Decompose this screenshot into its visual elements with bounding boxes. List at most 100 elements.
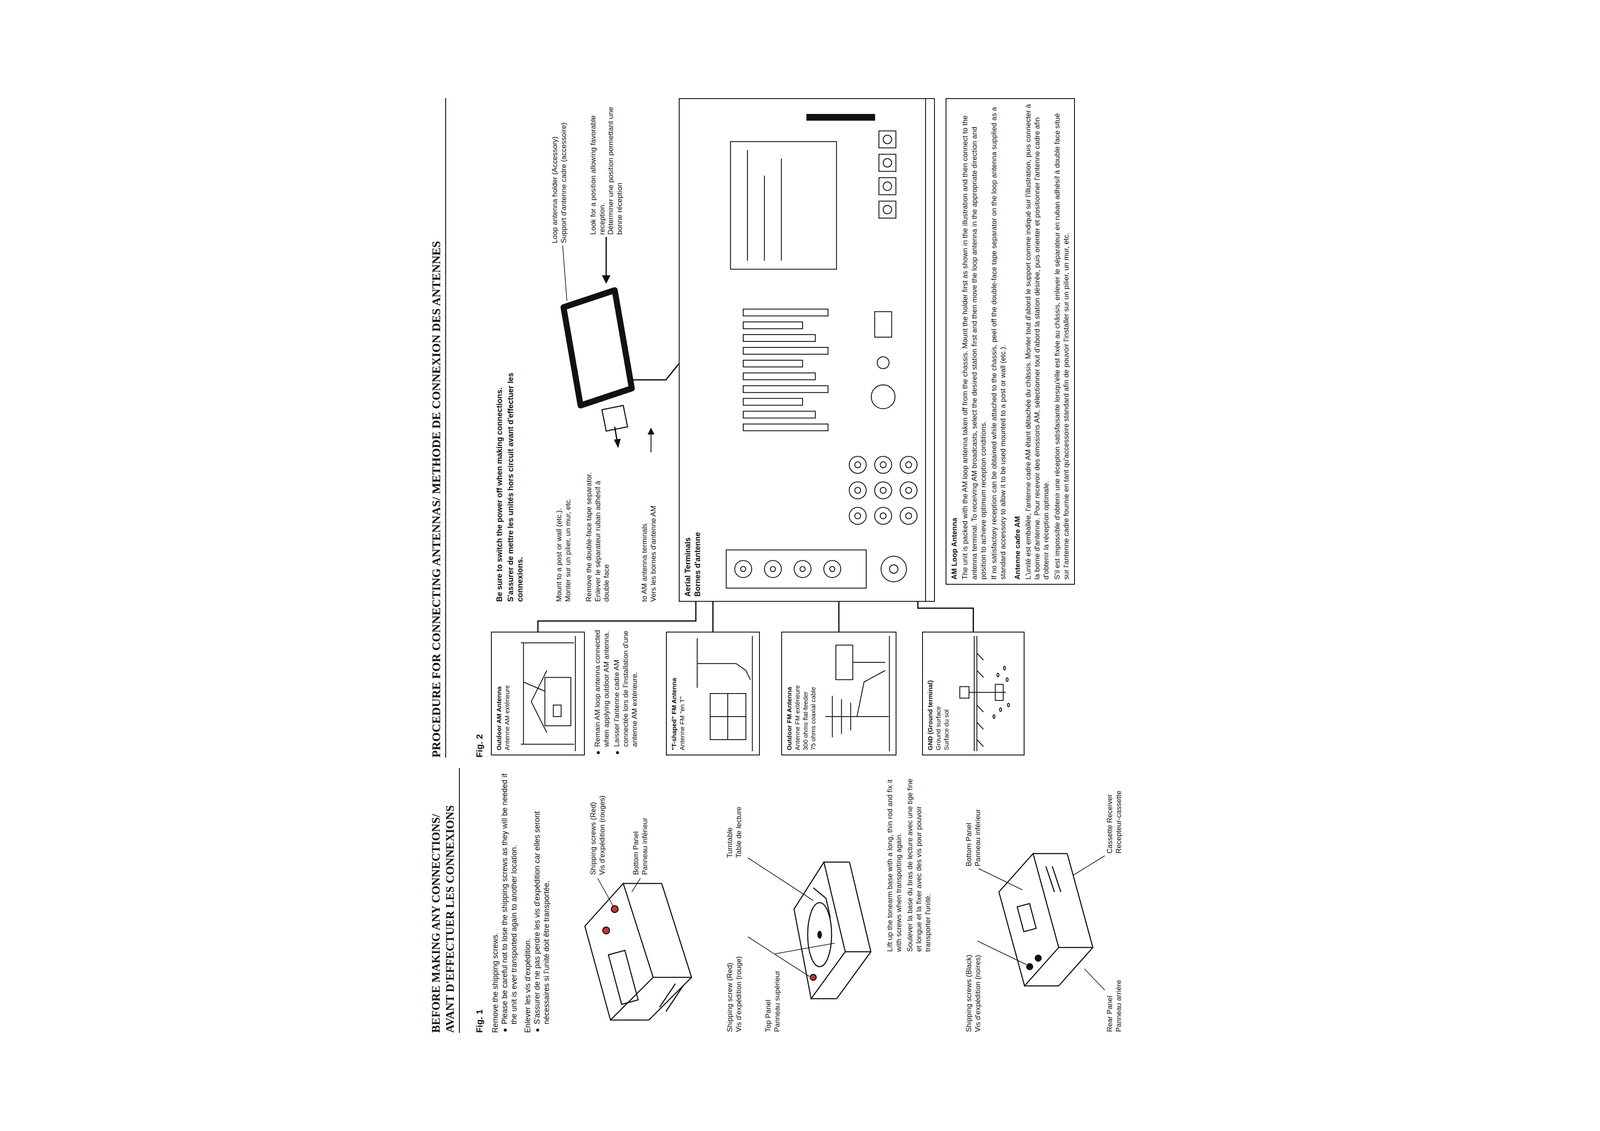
drawing-stroke [563,290,632,406]
label-text: Panneau supérieur [773,957,783,1033]
part-label: Shipping screws (Red)Vis d'expédition (r… [589,772,607,876]
drawing-stroke [925,99,926,602]
node-text: Antenne FM "en T" [678,636,687,751]
drawing-stroke [977,941,1027,965]
drawing-stroke [602,927,610,935]
drawing-stroke [726,549,867,589]
bullet-dot [596,751,600,755]
page-title: PROCEDURE FOR CONNECTING ANTENNAS/ METHO… [429,98,447,758]
label-text: Panneau inférieur [973,772,983,867]
drawing-stroke [605,236,608,282]
drawing-stroke [976,739,984,747]
drawing-stroke [849,481,867,500]
drawing-stroke [878,177,897,195]
drawing-stroke [774,943,835,955]
node-text: S'il est impossible d'obtenir une récept… [1052,103,1072,580]
drawing-stroke [743,423,829,431]
drawing-stroke [743,373,816,380]
drawing-stroke [996,673,999,678]
part-label: Top PanelPanneau supérieur [764,957,782,1033]
label-text: Vis d'expédition (rouge) [734,940,744,1033]
drawing-stroke [998,853,1059,987]
label-text: Fig. 2 [473,672,485,758]
drawing-stroke [976,670,984,678]
drawing-stroke [520,744,575,745]
drawing-stroke [829,566,836,572]
drawing-stroke [1084,969,1105,991]
drawing-stroke [976,653,984,661]
drawing-stroke [900,456,918,474]
label-text: Shipping screw (Red) [725,940,735,1033]
drawing-stroke [743,411,816,419]
inset-drawing [821,636,893,752]
drawing-stroke [874,311,892,338]
label-text: Table de lecture [734,772,744,859]
label-text: Loop antenna holder (Accessory) [550,102,560,244]
part-label: Bottom PanelPanneau inférieur [964,772,983,867]
drawing-stroke [648,883,692,1021]
drawing-stroke [544,677,571,726]
label-text: Be sure to switch the power off when mak… [495,362,505,602]
antenna-inset: Outdoor FM AntennaAntenne FM extérieure3… [781,631,897,756]
label-text: Monter sur un pilier, un mur, etc. [563,461,573,602]
node-text: Antenne cadre AM [1013,103,1022,580]
drawing-stroke [959,686,970,699]
label-text: AVANT D'EFFECTUER LES CONNEXIONS [443,768,458,1034]
antenna-inset: "T-shaped" FM AntennaAntenne FM "en T" [665,631,760,756]
drawing-stroke [992,715,996,719]
part-label: Bottom PanelPanneau inférieur [631,772,650,876]
bottom-panel-figure [584,878,692,1021]
drawing-stroke [553,705,561,717]
drawing-stroke [969,691,1006,693]
drawing-stroke [727,693,729,740]
loop-antenna-figure [562,236,680,453]
antenna-wire [537,601,696,632]
drawing-stroke [743,385,829,393]
drawing-stroke [973,636,975,752]
node-text: L'unité est emballée, l'antenne cadre AM… [1023,103,1052,580]
drawing-stroke [817,931,822,939]
node-text: AM Loop Antenna [949,103,959,580]
part-label: Remove the double-face tape separator.En… [584,461,612,602]
drawing-stroke [794,862,846,999]
drawing-stroke [794,560,812,578]
node-text: Outdoor FM Antenna [785,636,794,751]
drawing-stroke [811,998,837,1000]
drawing-stroke [1024,985,1059,987]
label-text: S'assurer de mettre les unités hors circ… [506,362,526,602]
drawing-stroke [871,385,896,409]
inset-drawing [690,636,756,752]
label-text: Recepteur-cassette [1114,772,1124,854]
label-text: Bottom Panel [631,772,641,876]
section-heading: BEFORE MAKING ANY CONNECTIONS/AVANT D'EF… [429,768,460,1034]
drawing-stroke [835,645,853,681]
drawing-stroke [823,861,850,864]
drawing-stroke [575,636,576,752]
drawing-stroke [1073,855,1105,876]
bullet-dot [503,1028,507,1032]
drawing-stroke [631,878,641,893]
drawing-stroke [900,481,918,500]
label-text: Bottom Panel [964,772,974,867]
node-text: Ground surface [934,636,943,751]
drawing-stroke [800,566,806,572]
part-label: Cassette ReceiverRecepteur-cassette [1105,772,1124,854]
bullet-dot [536,1028,540,1032]
drawing-stroke [905,513,912,520]
part-label: Shipping screws (Black)Vis d'expédition … [964,940,983,1033]
drawing-stroke [883,158,892,168]
label-text: Mount to a post or wall (etc.). [554,461,564,602]
drawing-stroke [610,1019,649,1022]
drawing-stroke [562,245,567,301]
node-texts: "T-shaped" FM AntennaAntenne FM "en T" [666,632,690,755]
drawing-stroke [857,670,886,717]
label-text: Laisser l'antenne cadre AM connectée lor… [612,627,640,756]
drawing-stroke [697,663,736,665]
drawing-stroke [520,642,575,644]
drawing-stroke [878,201,897,219]
drawing-stroke [764,175,765,261]
warning-note: Be sure to switch the power off when mak… [495,362,526,602]
turntable-figure [747,858,871,999]
figure-number: Fig. 2 [473,672,485,758]
drawing-stroke [1026,963,1033,970]
